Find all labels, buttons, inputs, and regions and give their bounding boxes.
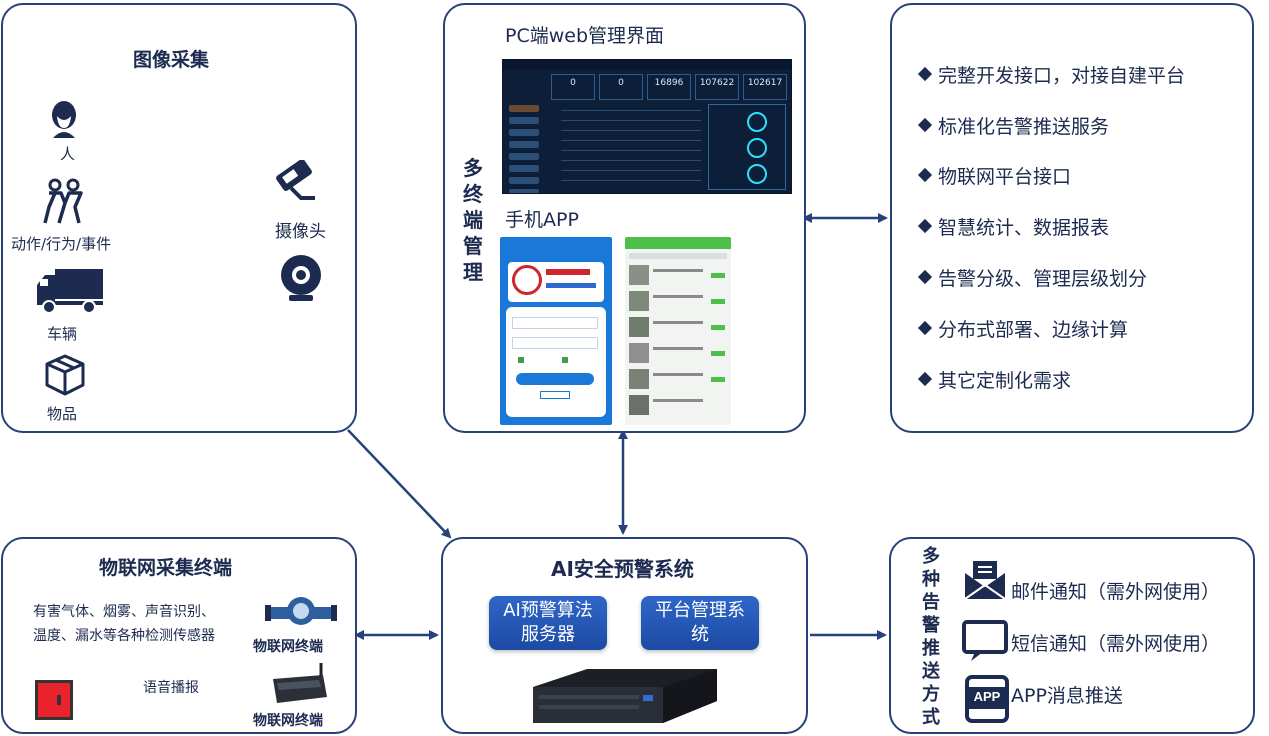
iot-terminal-label-1: 物联网终端	[253, 639, 323, 655]
diamond-bullet-icon	[917, 66, 933, 82]
feature-item: 告警分级、管理层级划分	[917, 264, 1147, 291]
feature-item: 物联网平台接口	[917, 162, 1071, 189]
iot-gateway-icon	[273, 663, 327, 703]
feature-item: 完整开发接口，对接自建平台	[917, 61, 1185, 88]
app-push-icon	[965, 675, 1009, 723]
features-panel: 完整开发接口，对接自建平台 标准化告警推送服务 物联网平台接口 智慧统计、数据报…	[890, 3, 1254, 433]
source-label-person: 人	[60, 145, 76, 163]
sms-screen-icon	[962, 620, 1008, 661]
diamond-bullet-icon	[917, 320, 933, 336]
diamond-bullet-icon	[917, 371, 933, 387]
app-alert-list-screenshot	[625, 237, 731, 425]
feature-item: 标准化告警推送服务	[917, 112, 1109, 139]
image-capture-title: 图像采集	[133, 49, 210, 71]
app-icon-text: APP	[973, 689, 1001, 704]
diamond-bullet-icon	[917, 218, 933, 234]
diamond-bullet-icon	[917, 117, 933, 133]
sensor-description-line2: 温度、漏水等各种检测传感器	[33, 628, 215, 644]
camera-label: 摄像头	[275, 222, 326, 242]
action-people-icon	[43, 178, 83, 224]
push-item-sms: 短信通知（需外网使用）	[1011, 633, 1221, 655]
source-label-goods: 物品	[47, 405, 78, 423]
iot-title: 物联网采集终端	[99, 557, 233, 579]
push-item-email: 邮件通知（需外网使用）	[1011, 581, 1221, 603]
ai-safety-warning-system-panel: AI安全预警系统 AI预警算法 服务器 平台管理系 统	[441, 537, 808, 734]
feature-item: 其它定制化需求	[917, 366, 1071, 393]
pc-dashboard-screenshot: 0 0 16896 107622 102617	[502, 59, 792, 194]
box-icon	[45, 354, 85, 396]
platform-management-button[interactable]: 平台管理系 统	[641, 596, 759, 650]
sensor-description-line1: 有害气体、烟雾、声音识别、	[33, 604, 215, 620]
arrow-capture-core	[347, 429, 452, 539]
ai-algorithm-server-button[interactable]: AI预警算法 服务器	[489, 596, 607, 650]
diamond-bullet-icon	[917, 167, 933, 183]
alert-push-side-label: 多 种 告 警 推 送 方 式	[922, 546, 940, 728]
multi-terminal-side-label: 多 终 端 管 理	[463, 156, 483, 284]
person-icon	[52, 101, 76, 138]
iot-sensor-device-icon	[265, 597, 337, 625]
voice-broadcast-label: 语音播报	[143, 680, 199, 696]
truck-icon	[37, 269, 103, 314]
push-item-app: APP消息推送	[1011, 685, 1123, 707]
bullet-camera-icon	[276, 160, 315, 200]
rack-server-icon	[533, 669, 717, 723]
app-login-screenshot	[500, 237, 612, 425]
diamond-bullet-icon	[917, 269, 933, 285]
alarm-speaker-icon	[35, 680, 73, 720]
multi-terminal-panel: 多 终 端 管 理 PC端web管理界面 0 0 16896 107622 10…	[443, 3, 806, 433]
feature-item: 智慧统计、数据报表	[917, 213, 1109, 240]
source-label-action: 动作/行为/事件	[11, 235, 112, 253]
iot-collection-panel: 物联网采集终端 有害气体、烟雾、声音识别、 温度、漏水等各种检测传感器 物联网终…	[1, 537, 357, 734]
core-system-title: AI安全预警系统	[551, 557, 694, 581]
pc-web-title: PC端web管理界面	[505, 25, 665, 47]
iot-terminal-label-2: 物联网终端	[253, 713, 323, 729]
source-label-vehicle: 车辆	[47, 325, 78, 343]
image-capture-panel: 图像采集 人 动作/行为/事件 车辆 物品 摄像头	[1, 3, 357, 433]
dome-camera-icon	[281, 255, 321, 301]
mail-icon	[964, 561, 1006, 600]
feature-item: 分布式部署、边缘计算	[917, 315, 1128, 342]
alert-push-panel: 多 种 告 警 推 送 方 式 邮件通知（需外网使用） 短信通知（需外网使用） …	[889, 537, 1255, 734]
mobile-app-title: 手机APP	[505, 209, 579, 231]
